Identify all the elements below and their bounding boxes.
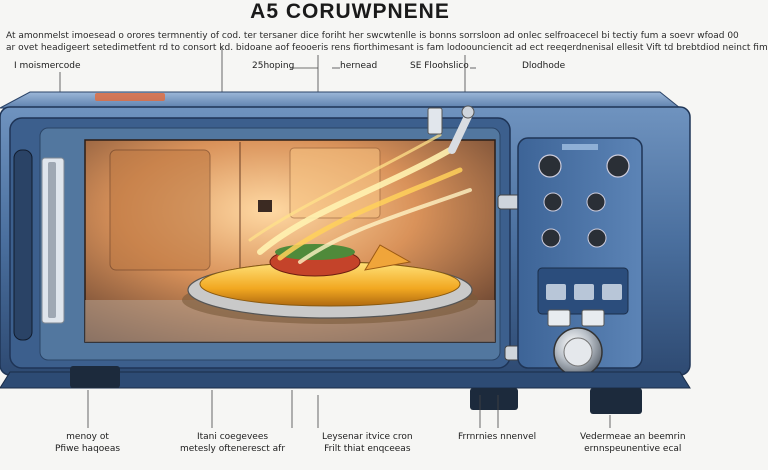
turntable (182, 261, 478, 324)
intro-line-1: At amonmelst imoesead o orores termnenti… (6, 31, 739, 41)
door-latch (427, 105, 475, 154)
foot-left (70, 366, 120, 388)
control-panel (517, 137, 643, 377)
diagram-title: A5 CORUWPNENE (250, 0, 450, 23)
microwave-waves (248, 133, 472, 264)
top-label-4: SE Floohslico (410, 61, 469, 71)
top-label-2: 25hoping (252, 61, 295, 71)
foot-middle (470, 388, 518, 410)
bottom-label-2: Itani coegevees metesly ofteneresct afr (180, 432, 286, 454)
top-label-5: Dlodhode (522, 61, 566, 71)
microwave-diagram: A5 CORUWPNENE At amonmelst imoesead o or… (0, 0, 768, 454)
foot-right (590, 388, 642, 414)
microwave-illustration (0, 46, 691, 428)
bottom-label-5: Vedermeae an beemrin ernnspeunentive eca… (580, 432, 686, 454)
top-label-3: hernead (340, 61, 378, 71)
bottom-label-4: Frrnrnies nnenvel (458, 432, 537, 442)
callout-lines-bottom (87, 390, 611, 428)
bottom-label-3: Leysenar itvice cron Frilt thiat enqceea… (322, 432, 413, 454)
door-handle (13, 149, 33, 341)
bottom-label-1: menoy ot Pfiwe haqoeas (55, 432, 121, 454)
intro-line-2: ar ovet headigeert setedimetfent rd to c… (6, 43, 768, 53)
top-label-1: I moismercode (14, 61, 81, 71)
